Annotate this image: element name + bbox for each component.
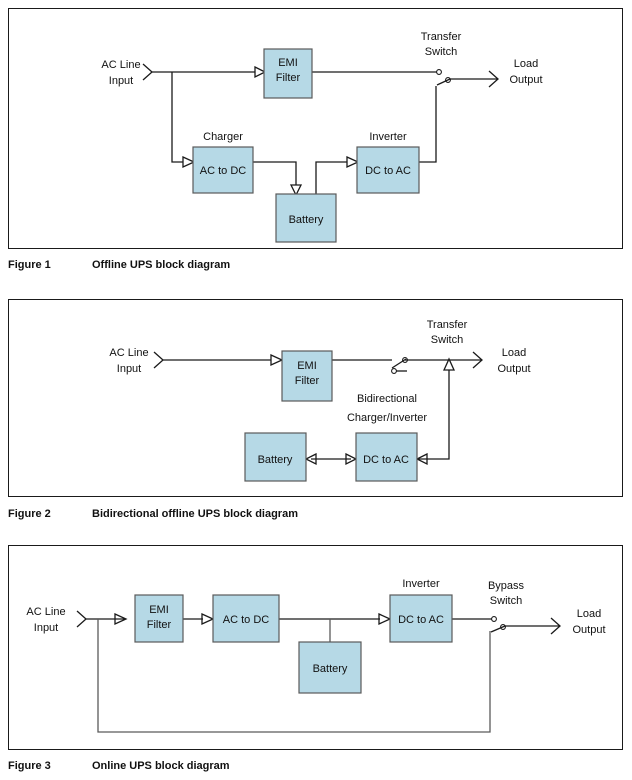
arrowhead-to-battery (304, 452, 317, 466)
load-output-label-line2: Output (572, 624, 605, 636)
arrowhead-inverter-in (378, 612, 392, 626)
ac-line-input-label-line2: Input (109, 75, 133, 87)
battery-block-label: Battery (289, 214, 324, 226)
load-output-chevron-icon (472, 351, 483, 369)
figure-1-caption: Figure 1 Offline UPS block diagram (8, 259, 230, 271)
figure-2-caption-text: Bidirectional offline UPS block diagram (92, 508, 298, 520)
load-output-label-line1: Load (502, 347, 526, 359)
switch-contact-upper[interactable] (491, 616, 497, 622)
load-output-label-line2: Output (497, 363, 530, 375)
transfer-switch-label-line2: Switch (425, 46, 457, 58)
figure-3-panel: EMI Filter AC to DC Battery DC to AC AC … (8, 545, 623, 750)
load-output-chevron-icon (488, 70, 499, 88)
inverter-box[interactable] (389, 594, 453, 643)
wire-inverter-to-switch (419, 86, 437, 163)
bidirectional-converter-box[interactable] (355, 432, 418, 482)
inverter-title-label: Inverter (369, 131, 407, 143)
wire-converter-to-output (417, 370, 450, 460)
arrowhead-inverter-in (346, 155, 360, 169)
converter-block-label: DC to AC (363, 454, 409, 466)
figure-2-panel: EMI Filter Battery DC to AC AC Line Inpu… (8, 299, 623, 497)
battery-block-label: Battery (258, 454, 293, 466)
load-output-label-line1: Load (514, 58, 538, 70)
bidirectional-title-line1: Bidirectional (357, 393, 417, 405)
figure-3-caption-label: Figure 3 (8, 760, 51, 772)
inverter-block-label: DC to AC (398, 614, 444, 626)
figure-3-caption: Figure 3 Online UPS block diagram (8, 760, 230, 772)
emi-filter-label-line2: Filter (147, 619, 172, 631)
emi-filter-label-line2: Filter (276, 72, 301, 84)
ac-line-input-label-line2: Input (117, 363, 141, 375)
figure-3-diagram: EMI Filter AC to DC Battery DC to AC AC … (26, 578, 606, 733)
battery-box[interactable] (244, 432, 307, 482)
inverter-block-label: DC to AC (365, 165, 411, 177)
wire-bypass-loop (97, 619, 491, 733)
emi-filter-label-line1: EMI (149, 604, 169, 616)
figure-3-caption-text: Online UPS block diagram (92, 760, 230, 772)
charger-box[interactable] (192, 146, 254, 194)
ac-line-input-label-line1: AC Line (26, 606, 65, 618)
bypass-switch-label-line2: Switch (490, 595, 522, 607)
transfer-switch-label-line2: Switch (431, 334, 463, 346)
switch-blade[interactable] (391, 358, 407, 369)
ac-line-input-label-line1: AC Line (109, 347, 148, 359)
inverter-box[interactable] (356, 146, 420, 194)
ac-line-input-label-line1: AC Line (101, 59, 140, 71)
emi-filter-box[interactable] (134, 594, 184, 643)
switch-blade[interactable] (436, 78, 451, 86)
figure-2-caption-label: Figure 2 (8, 508, 51, 520)
arrowhead-emi-in (114, 612, 128, 626)
transfer-switch-label-line1: Transfer (421, 31, 462, 43)
inverter-title-label: Inverter (402, 578, 440, 590)
arrowhead-output-node (442, 357, 456, 371)
bypass-switch-label-line1: Bypass (488, 580, 525, 592)
arrowhead-emi-in (270, 353, 284, 367)
ac-input-chevron-icon (142, 63, 153, 81)
battery-box[interactable] (275, 193, 337, 243)
battery-box[interactable] (298, 641, 362, 694)
ac-line-input-label-line2: Input (34, 622, 58, 634)
rectifier-box[interactable] (212, 594, 280, 643)
figure-2-caption: Figure 2 Bidirectional offline UPS block … (8, 508, 298, 520)
load-output-label-line2: Output (509, 74, 542, 86)
battery-block-label: Battery (313, 663, 348, 675)
wire-battery-to-inverter (315, 161, 347, 194)
switch-blade[interactable] (490, 625, 506, 633)
emi-filter-box[interactable] (263, 48, 313, 99)
emi-filter-label-line1: EMI (278, 57, 298, 69)
emi-filter-label-line2: Filter (295, 375, 320, 387)
arrowhead-battery-in (289, 184, 303, 197)
ac-input-chevron-icon (153, 351, 164, 369)
wire-charger-to-battery (253, 161, 297, 185)
arrowhead-to-converter (345, 452, 358, 466)
emi-filter-box[interactable] (281, 350, 333, 402)
figure-2-diagram: EMI Filter Battery DC to AC AC Line Inpu… (109, 319, 531, 482)
bidirectional-title-line2: Charger/Inverter (347, 412, 427, 424)
switch-contact-lower[interactable] (391, 368, 397, 374)
arrowhead-converter-in (415, 452, 428, 466)
switch-contact-upper[interactable] (436, 69, 442, 75)
figure-1-caption-text: Offline UPS block diagram (92, 259, 231, 271)
rectifier-block-label: AC to DC (223, 614, 270, 626)
figure-1-panel: EMI Filter AC to DC Battery DC to AC AC … (8, 8, 623, 249)
figure-1-diagram: EMI Filter AC to DC Battery DC to AC AC … (101, 31, 543, 243)
emi-filter-label-line1: EMI (297, 360, 317, 372)
transfer-switch-label-line1: Transfer (427, 319, 468, 331)
wire-branch-to-charger (171, 72, 183, 163)
arrowhead-rectifier-in (201, 612, 215, 626)
figure-1-caption-label: Figure 1 (8, 259, 51, 271)
ac-input-chevron-icon (76, 610, 87, 628)
load-output-chevron-icon (550, 617, 561, 635)
charger-block-label: AC to DC (200, 165, 247, 177)
arrowhead-charger-in (182, 155, 196, 169)
load-output-label-line1: Load (577, 608, 601, 620)
charger-title-label: Charger (203, 131, 243, 143)
arrowhead-emi-in (254, 65, 267, 79)
